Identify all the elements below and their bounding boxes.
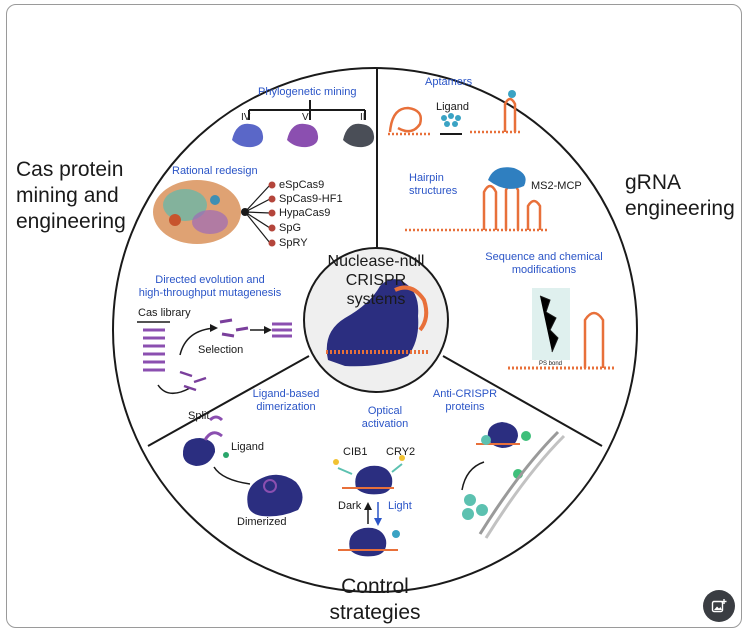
anti-crispr-line-1: Anti-CRISPR bbox=[432, 388, 498, 400]
cas-library-stack bbox=[143, 328, 165, 372]
aptamer-graphic bbox=[388, 97, 520, 136]
dimerized-protein bbox=[247, 474, 303, 517]
ms2-mcp-protein bbox=[488, 167, 526, 189]
dimerized-label: Dimerized bbox=[237, 516, 287, 528]
enriched-library bbox=[272, 322, 292, 338]
selection-label: Selection bbox=[198, 344, 244, 356]
cib1-label: CIB1 bbox=[343, 446, 368, 458]
clade-v-label: V bbox=[302, 112, 309, 123]
grna-title-line-2: engineering bbox=[625, 197, 735, 220]
divider-left bbox=[147, 355, 310, 447]
aptamers-label: Aptamers bbox=[425, 76, 473, 88]
aptamer-ligand-label: Ligand bbox=[436, 101, 470, 113]
center-label-line-2: CRISPR bbox=[345, 272, 407, 289]
hairpin-line-1: Hairpin bbox=[409, 172, 444, 184]
cas-title-line-2: mining and bbox=[16, 184, 119, 207]
variant-label-3: HypaCas9 bbox=[279, 207, 331, 219]
cry2-label: CRY2 bbox=[386, 446, 416, 458]
control-title-line-2: strategies bbox=[329, 601, 421, 624]
ms2-mcp-label: MS2-MCP bbox=[531, 180, 582, 192]
cas-title-line-1: Cas protein bbox=[16, 158, 124, 181]
sequence-chem-label: Sequence and chemical modifications bbox=[469, 251, 619, 277]
center-label-line-3: systems bbox=[346, 291, 406, 308]
rational-redesign-label: Rational redesign bbox=[172, 165, 258, 177]
dark-label: Dark bbox=[338, 500, 362, 512]
protein-structure bbox=[153, 180, 241, 244]
clade-iv-label: IV bbox=[241, 112, 251, 123]
selected-fragments bbox=[219, 318, 249, 338]
anti-crispr-label: Anti-CRISPR proteins bbox=[420, 388, 510, 414]
variant-label-4: SpG bbox=[279, 222, 302, 234]
control-section-title: Control strategies bbox=[315, 574, 435, 626]
cas-section-title: Cas protein mining and engineering bbox=[16, 157, 126, 235]
add-image-icon bbox=[711, 599, 727, 613]
phylogenetic-mining-label: Phylogenetic mining bbox=[258, 86, 357, 98]
control-ligand-label: Ligand bbox=[231, 441, 265, 453]
clade-iv-protein bbox=[232, 123, 264, 148]
sequence-chem-line-2: modifications bbox=[511, 264, 577, 276]
clade-ii-label: II bbox=[360, 112, 366, 123]
ps-bond-label: PS bond bbox=[539, 361, 563, 367]
hairpin-label: Hairpin structures bbox=[409, 172, 457, 198]
optical-line-1: Optical bbox=[367, 405, 403, 417]
cib1-cry2-tags bbox=[337, 463, 403, 475]
split-label: Split bbox=[188, 410, 210, 422]
optical-line-2: activation bbox=[361, 418, 409, 430]
anti-crispr-graphic bbox=[461, 422, 566, 539]
split-proteins bbox=[182, 415, 229, 466]
variant-label-2: SpCas9-HF1 bbox=[279, 193, 343, 205]
light-label: Light bbox=[388, 500, 412, 512]
control-title-line-1: Control bbox=[341, 575, 409, 598]
cas-title-line-3: engineering bbox=[16, 210, 126, 233]
phylogenetic-tree bbox=[248, 100, 366, 120]
divider-right bbox=[442, 355, 603, 447]
variant-dots bbox=[268, 181, 276, 247]
clade-ii-protein bbox=[343, 123, 375, 148]
variant-label-1: eSpCas9 bbox=[279, 179, 325, 191]
variant-branches bbox=[244, 184, 271, 244]
anti-crispr-line-2: proteins bbox=[445, 401, 485, 413]
hairpin-line-2: structures bbox=[409, 185, 458, 197]
center-label-line-1: Nuclease-null bbox=[327, 253, 425, 270]
center-protein bbox=[326, 279, 430, 367]
ligand-based-line-2: dimerization bbox=[256, 401, 316, 413]
clade-v-protein bbox=[287, 123, 319, 148]
chemical-modification-graphic bbox=[508, 288, 614, 370]
optical-top-protein bbox=[342, 465, 394, 495]
ligand-based-label: Ligand-based dimerization bbox=[246, 388, 326, 414]
light-dots bbox=[333, 455, 405, 465]
variant-label-5: SpRY bbox=[279, 237, 308, 249]
add-image-button[interactable] bbox=[703, 590, 735, 622]
center-label: Nuclease-null CRISPR systems bbox=[316, 252, 436, 309]
directed-evolution-label: Directed evolution and high-throughput m… bbox=[118, 274, 302, 300]
mutagenesis-fragments bbox=[179, 370, 207, 392]
directed-evolution-line-2: high-throughput mutagenesis bbox=[138, 287, 282, 299]
sequence-chem-line-1: Sequence and chemical bbox=[485, 251, 603, 263]
grna-title-line-1: gRNA bbox=[625, 171, 682, 194]
optical-activation-label: Optical activation bbox=[350, 405, 420, 431]
grna-section-title: gRNA engineering bbox=[625, 170, 735, 222]
cas-library-label: Cas library bbox=[138, 307, 191, 319]
directed-evolution-line-1: Directed evolution and bbox=[155, 274, 265, 286]
optical-bottom-protein bbox=[338, 527, 400, 557]
ligand-based-line-1: Ligand-based bbox=[252, 388, 320, 400]
ligand-dots bbox=[441, 113, 461, 127]
